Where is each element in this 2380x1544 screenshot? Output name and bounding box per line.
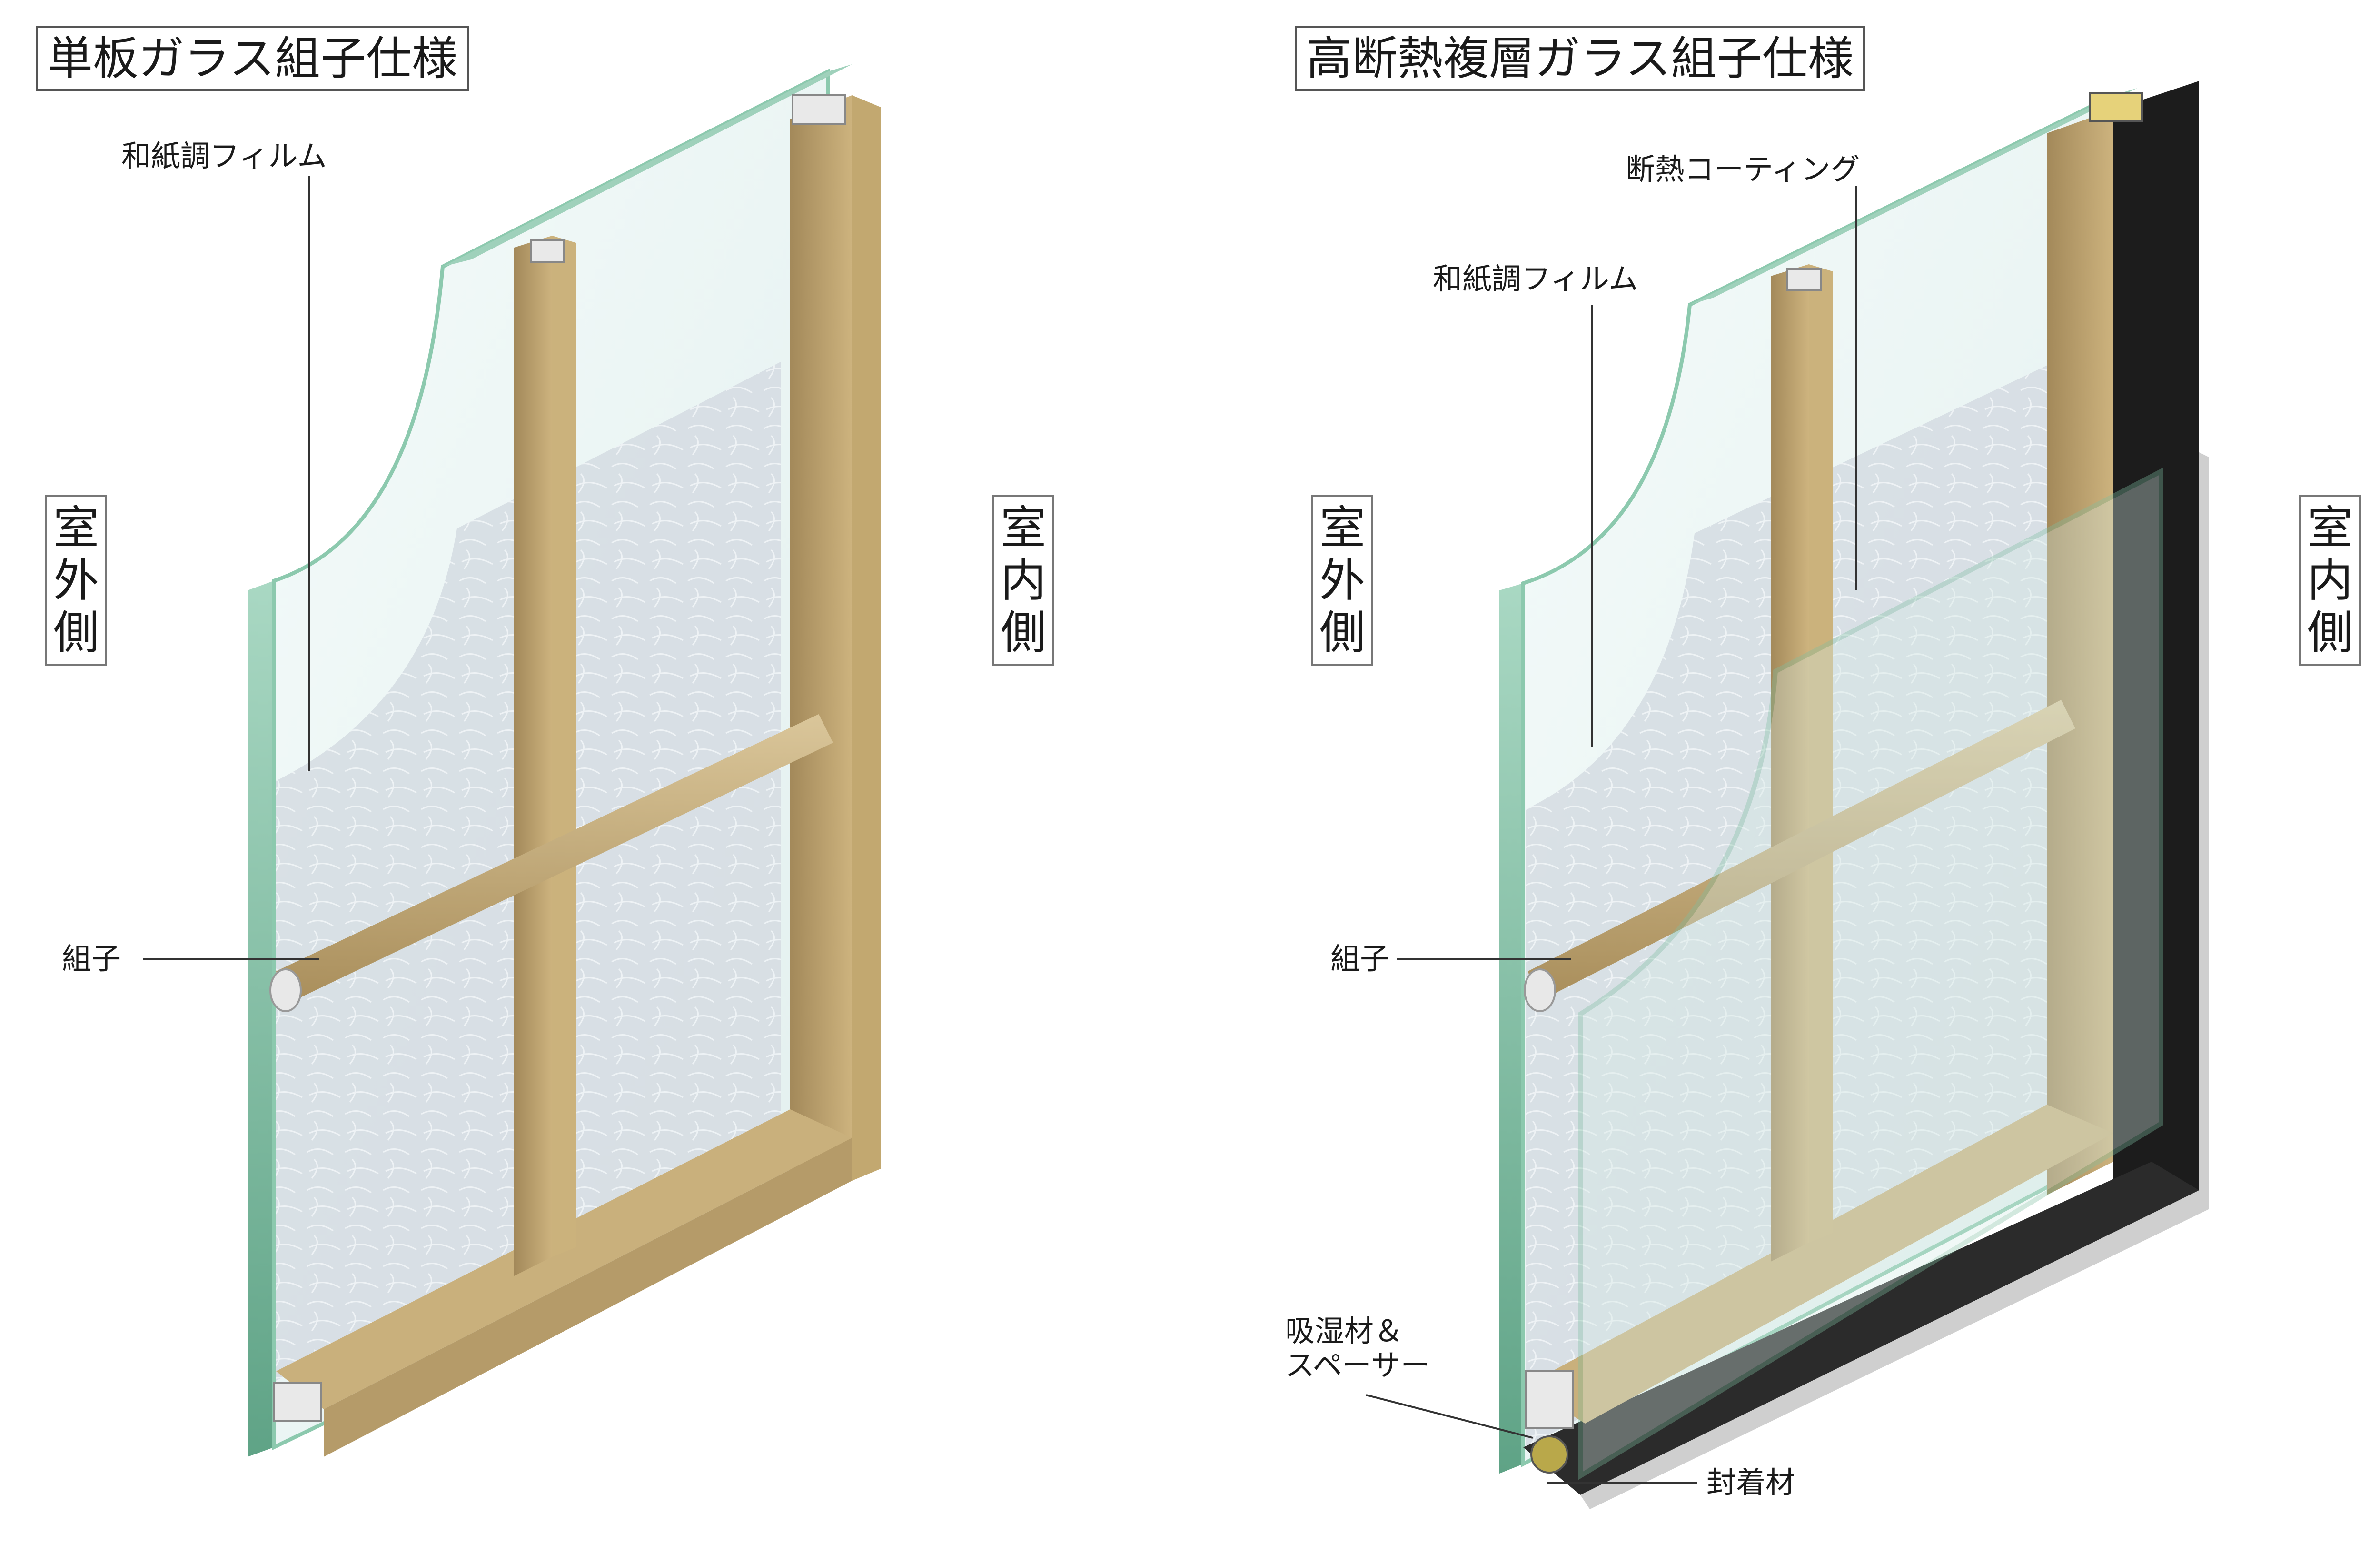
left-callout-kumiko: 組子 [62,941,121,976]
right-inside-label: 室 内 側 [2299,495,2361,666]
inside-char-3: 側 [2307,606,2353,659]
inside-char-3: 側 [1001,606,1046,659]
frame-right-vertical [790,95,852,1209]
kumiko-horizontal [276,714,833,1005]
outer-glass-edge [1499,583,1523,1474]
single-glass-assembly [143,64,881,1457]
frame-right-vertical-side [852,95,881,1181]
glass-edge [248,581,274,1457]
right-callout-desiccant: 吸湿材＆ スペーサー [1285,1314,1430,1383]
kumiko-vertical-side [552,236,576,1257]
double-glass-assembly [1366,81,2209,1509]
right-callout-kumiko: 組子 [1330,941,1390,976]
kumiko-vertical-side [1809,264,1833,1243]
sealant-bottom [1523,1162,2199,1495]
kumiko-horizontal [1528,700,2075,1002]
right-callout-coating: 断熱コーティング [1626,152,1860,187]
outer-glass-top-edge [1690,88,2137,305]
outside-char-2: 外 [53,554,99,607]
outside-char-3: 側 [1319,606,1365,659]
left-callout-film: 和紙調フィルム [121,139,327,173]
outside-char-1: 室 [53,501,99,555]
kumiko-horizontal-end [1524,968,1556,1012]
inside-char-1: 室 [1001,501,1046,555]
inside-char-2: 内 [2307,554,2353,607]
kumiko-top-profile [530,239,565,263]
spacer-top-profile [2089,92,2143,122]
outside-char-2: 外 [1319,554,1365,607]
sealant-right [2113,81,2199,1238]
frame-right-vertical [2047,110,2113,1195]
inside-char-2: 内 [1001,554,1046,607]
right-callout-film: 和紙調フィルム [1433,261,1638,296]
outside-char-3: 側 [53,606,99,659]
kumiko-vertical [1771,264,1809,1262]
kumiko-horizontal-end [269,968,302,1012]
bottom-spacer-profile [1525,1370,1574,1429]
outside-char-1: 室 [1319,501,1365,555]
right-panel-title: 高断熱複層ガラス組子仕様 [1295,26,1865,91]
inner-glass-face [1578,467,2163,1480]
right-callout-sealant: 封着材 [1706,1465,1795,1500]
left-panel-title: 単板ガラス組子仕様 [36,26,469,91]
frame-bottom-front [324,1138,852,1457]
right-outside-label: 室 外 側 [1311,495,1373,666]
frame-bottom [1526,1105,2113,1424]
desiccant-line-1: 吸湿材＆ [1285,1314,1404,1348]
inside-char-1: 室 [2307,501,2353,555]
frame-top-profile [792,94,846,125]
left-outside-label: 室 外 側 [45,495,107,666]
leader-desiccant [1366,1394,1533,1439]
kumiko-top-profile [1786,268,1822,291]
kumiko-vertical [514,236,552,1276]
left-inside-label: 室 内 側 [992,495,1054,666]
desiccant-line-2: スペーサー [1285,1348,1430,1383]
frame-bottom [276,1109,852,1409]
desiccant-granules [1530,1435,1568,1474]
glass-top-edge [443,64,852,267]
frame-bottom-profile [273,1382,322,1422]
